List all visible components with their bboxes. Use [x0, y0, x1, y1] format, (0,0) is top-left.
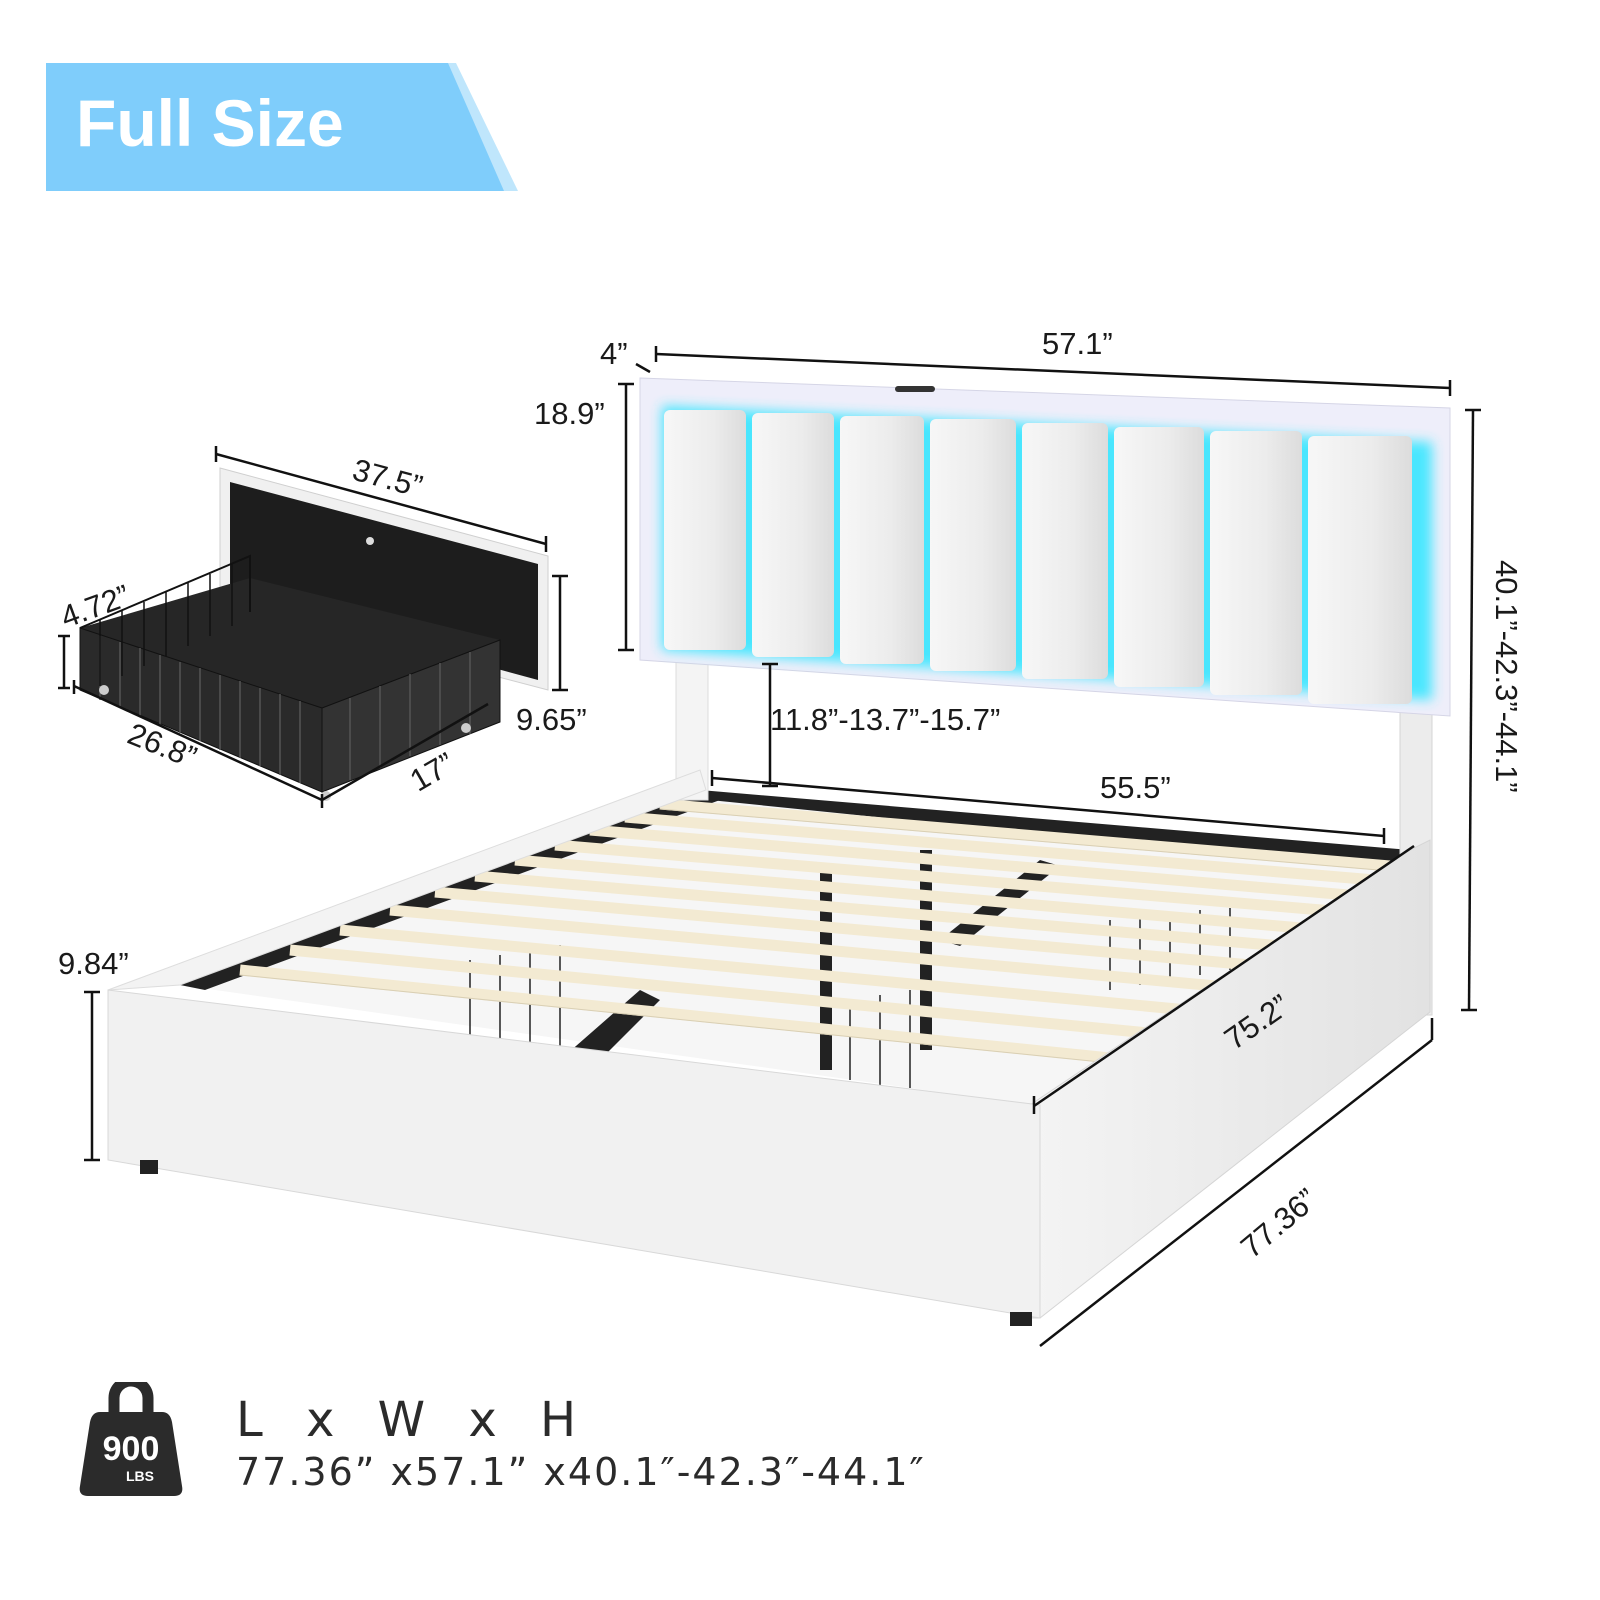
bed-frame [107, 654, 1433, 1326]
headboard-panels [664, 410, 1412, 704]
banner-title: Full Size [76, 86, 344, 160]
headboard-width-label: 57.1” [1042, 326, 1113, 361]
weight-capacity-value: 900 [102, 1430, 160, 1468]
bed-slats [239, 798, 1391, 1070]
total-height-label: 40.1”-42.3”-44.1” [1489, 560, 1524, 793]
drawer-illustration [79, 467, 549, 801]
inner-width-label: 55.5” [1100, 770, 1171, 805]
size-banner: Full Size [46, 63, 518, 193]
headboard [639, 377, 1451, 717]
headboard-depth-label: 4” [600, 336, 628, 371]
drawer-front-height-label: 9.65” [516, 702, 587, 737]
dimensions-heading: L x W x H [236, 1392, 591, 1448]
headboard-panel-height-label: 18.9” [534, 396, 605, 431]
rail-height-label: 9.84” [58, 946, 129, 981]
headboard-gap-label: 11.8”-13.7”-15.7” [770, 702, 1001, 737]
drawer-dimension-lines [58, 446, 568, 808]
weight-icon [79, 1382, 183, 1496]
bed-dimension-lines [84, 346, 1481, 1347]
banner-shape [46, 63, 518, 191]
weight-capacity-unit: LBS [126, 1468, 154, 1484]
overall-dimensions: 77.36” x57.1” x40.1″-42.3″-44.1″ [236, 1450, 926, 1494]
